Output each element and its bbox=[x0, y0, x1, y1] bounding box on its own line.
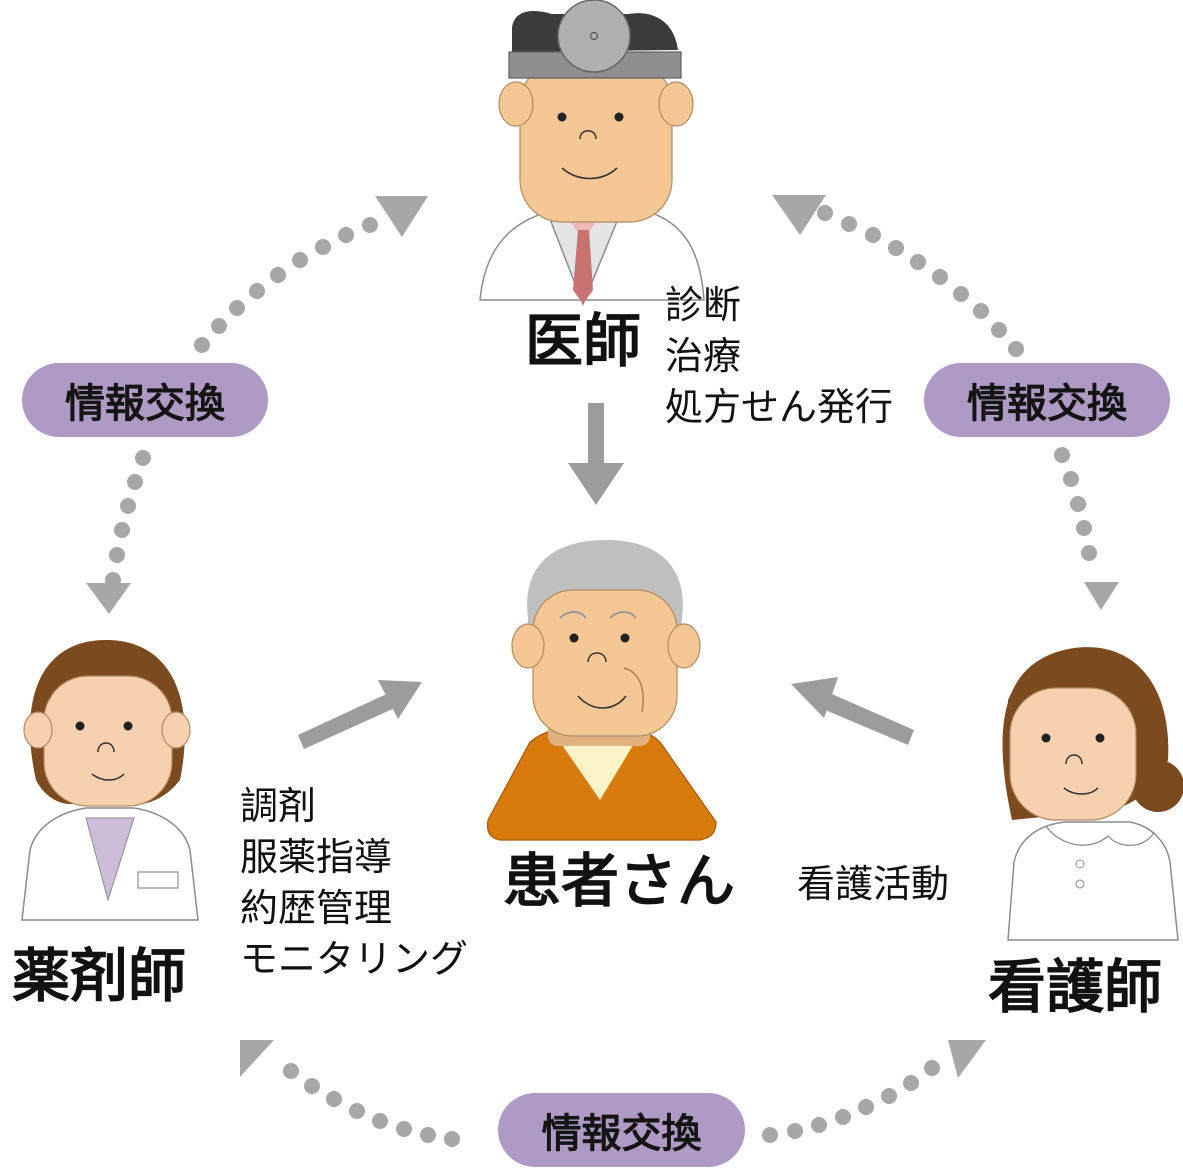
doctor-label: 医師 bbox=[525, 307, 642, 375]
arrowhead-to-nurse-bottom bbox=[948, 1040, 986, 1078]
doctor-left-eye bbox=[557, 112, 567, 122]
dots-doctor-nurse bbox=[817, 205, 1097, 561]
pharmacist-illustration bbox=[21, 640, 199, 921]
nurse-face bbox=[1009, 687, 1137, 821]
care-arrows bbox=[298, 403, 914, 749]
patient-mouth bbox=[577, 695, 627, 709]
doctor-duty-item: 診断 bbox=[665, 283, 742, 327]
arrow-doctor-to-patient bbox=[568, 403, 624, 505]
patient-label: 患者さん bbox=[503, 847, 736, 915]
info-exchange-bottom-pill: 情報交換 bbox=[498, 1093, 745, 1167]
patient-nose bbox=[587, 652, 607, 663]
nurse-duty-item: 看護活動 bbox=[797, 862, 950, 906]
doctor-tie bbox=[573, 230, 593, 304]
info-exchange-right-pill: 情報交換 bbox=[924, 363, 1170, 437]
pharmacist-name-tag bbox=[137, 871, 179, 889]
patient-right-eye bbox=[620, 633, 630, 643]
doctor-face bbox=[519, 61, 673, 223]
pharmacist-duty-item: 約歴管理 bbox=[240, 886, 393, 930]
patient-illustration bbox=[486, 540, 717, 841]
arrowhead-to-pharmacist-bottom bbox=[240, 1040, 274, 1077]
patient-right-brow bbox=[609, 611, 637, 619]
doctor-duty-item: 治療 bbox=[665, 334, 742, 378]
info-exchange-left-pill: 情報交換 bbox=[22, 363, 268, 437]
doctor-duties: 診断 治療 処方せん発行 bbox=[665, 280, 893, 433]
patient-left-eye bbox=[569, 633, 579, 643]
patient-left-brow bbox=[559, 611, 587, 619]
arrowhead-to-doctor-right bbox=[772, 195, 826, 235]
doctor-left-ear bbox=[498, 81, 534, 127]
patient-right-ear bbox=[667, 623, 701, 669]
exchange-dots bbox=[105, 205, 1097, 1147]
arrow-nurse-to-patient bbox=[791, 677, 914, 745]
patient-wrinkle bbox=[623, 667, 644, 713]
doctor-nose bbox=[579, 130, 597, 140]
arrowhead-to-nurse bbox=[1084, 582, 1119, 610]
pharmacist-duties: 調剤 服薬指導 約歴管理 モニタリング bbox=[240, 781, 468, 985]
doctor-illustration bbox=[479, 0, 705, 307]
patient-left-ear bbox=[511, 623, 545, 669]
pharmacist-duty-item: 調剤 bbox=[240, 784, 317, 828]
arrow-pharmacist-to-patient bbox=[298, 680, 422, 749]
patient-face bbox=[532, 589, 678, 737]
dots-pharmacist-nurse bbox=[283, 1060, 940, 1147]
pharmacist-face bbox=[43, 675, 173, 807]
nurse-illustration bbox=[1002, 647, 1183, 941]
arrowhead-to-pharmacist bbox=[86, 583, 131, 614]
pharmacist-duty-item: モニタリング bbox=[240, 937, 469, 981]
head-mirror-icon bbox=[557, 0, 631, 73]
doctor-mouth bbox=[561, 167, 618, 180]
pharmacist-label: 薬剤師 bbox=[12, 942, 187, 1010]
doctor-right-eye bbox=[614, 112, 624, 122]
doctor-right-ear bbox=[658, 81, 694, 127]
patient-undershirt bbox=[560, 742, 635, 800]
arrowhead-to-doctor-left bbox=[375, 196, 428, 237]
exchange-arrowheads bbox=[86, 195, 1119, 1078]
pharmacist-blouse bbox=[85, 817, 135, 902]
nurse-label: 看護師 bbox=[988, 953, 1163, 1021]
nurse-hair-bun bbox=[1132, 760, 1183, 812]
nurse-duties: 看護活動 bbox=[797, 859, 949, 910]
doctor-duty-item: 処方せん発行 bbox=[665, 385, 894, 429]
nurse-uniform bbox=[1007, 821, 1179, 941]
pharmacist-duty-item: 服薬指導 bbox=[240, 835, 393, 879]
